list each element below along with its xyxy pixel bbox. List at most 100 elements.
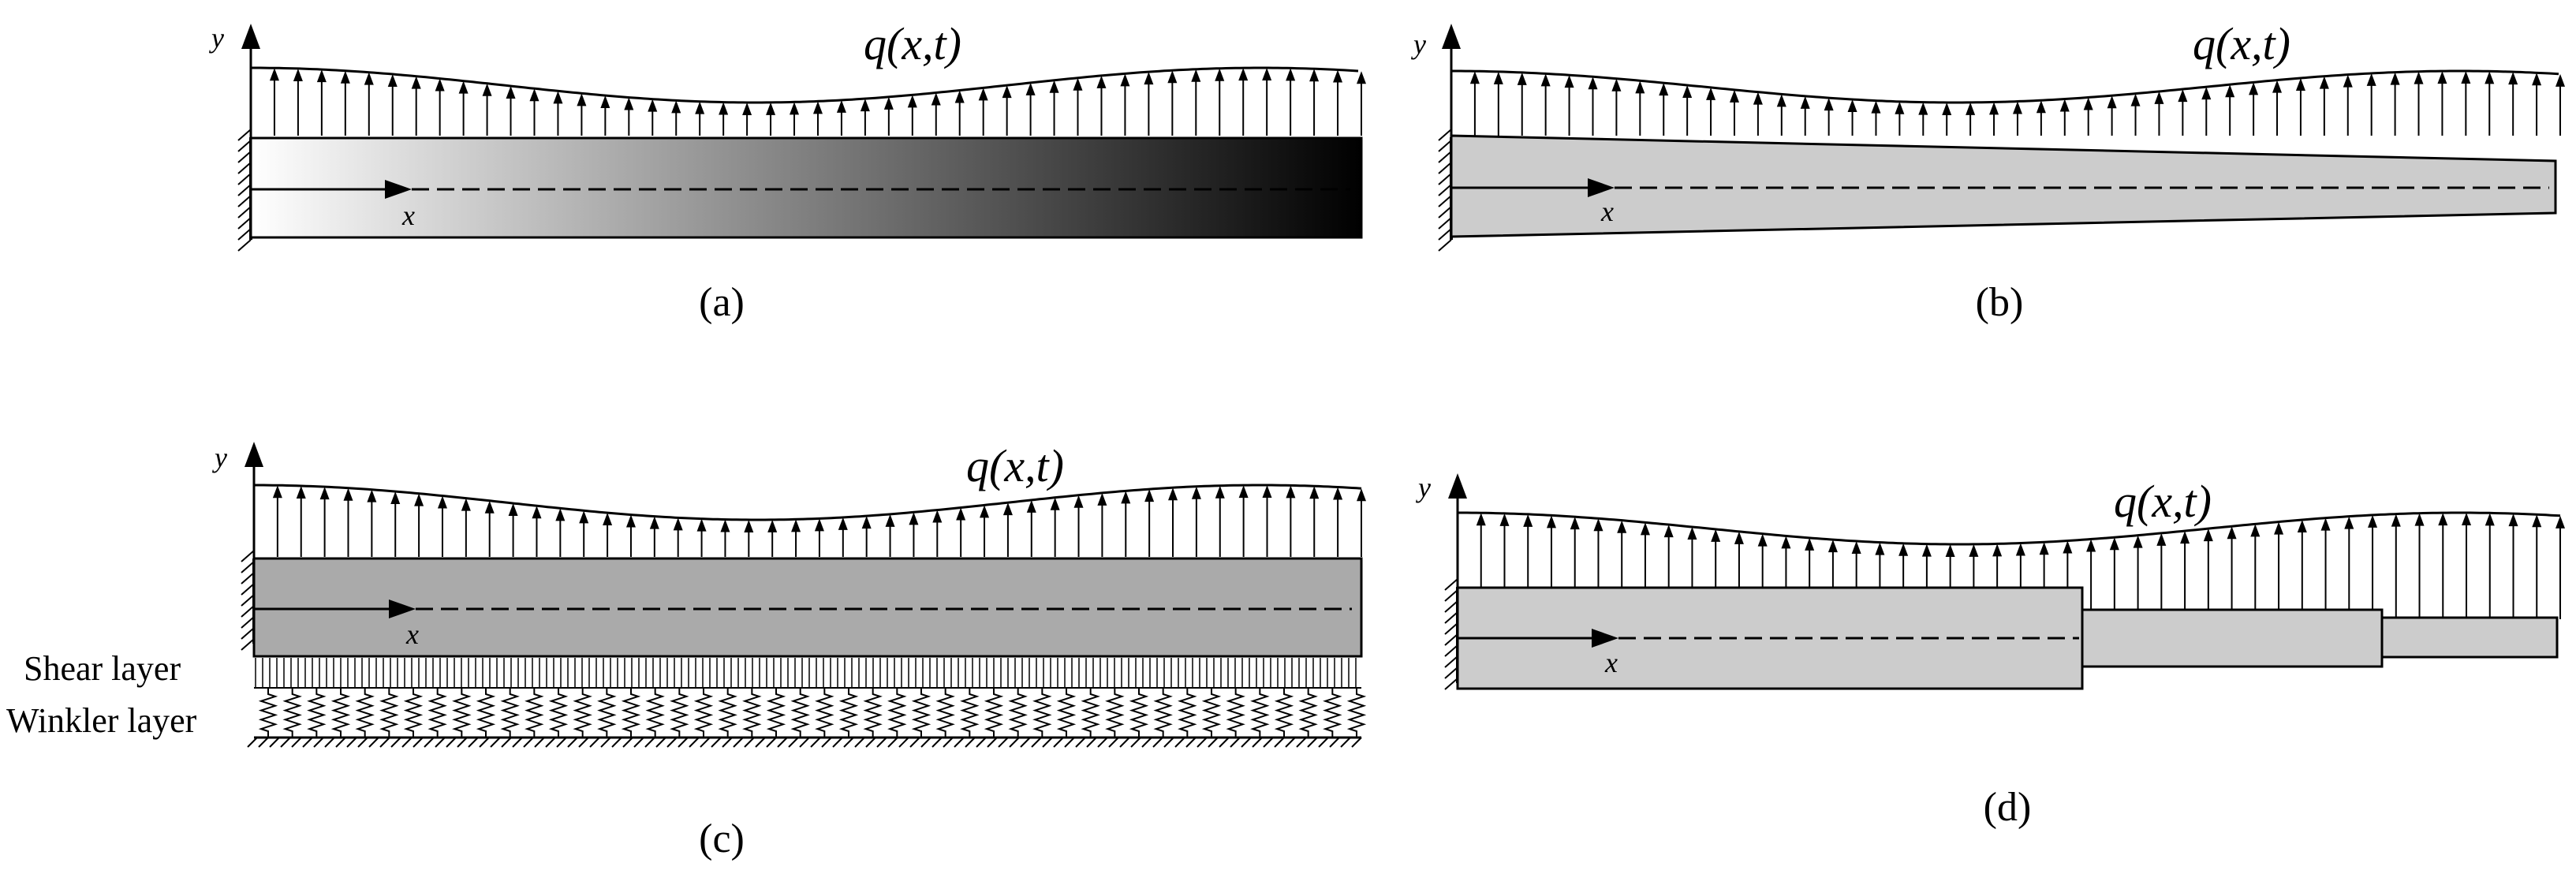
load-arrowhead — [2485, 513, 2495, 526]
winkler-spring — [1298, 688, 1318, 738]
support-hatch-line — [237, 162, 252, 174]
winkler-spring — [1201, 688, 1222, 738]
load-arrowhead — [1871, 100, 1881, 114]
support-hatch-line — [1438, 129, 1452, 141]
load-arrowhead — [1588, 77, 1598, 90]
ground-hatch-line — [689, 737, 700, 748]
load-arrowhead — [367, 489, 377, 502]
load-arrowhead — [1002, 502, 1013, 516]
ground-hatch-line — [247, 737, 258, 748]
ground-hatch-line — [401, 737, 413, 748]
panel-b-load-curve — [1451, 69, 2559, 104]
load-arrowhead — [1659, 83, 1669, 96]
load-arrowhead — [272, 485, 282, 499]
panel-c-ground-hatch — [247, 737, 1362, 748]
load-arrowhead — [1215, 68, 1225, 81]
ground-hatch-line — [1053, 737, 1064, 748]
winkler-spring — [1008, 688, 1028, 738]
winkler-spring — [1056, 688, 1077, 738]
support-hatch-line — [1444, 578, 1458, 591]
support-hatch-line — [241, 572, 255, 585]
load-arrowhead — [2227, 526, 2237, 540]
ground-hatch-line — [644, 737, 655, 748]
support-hatch-line — [1444, 678, 1458, 690]
load-arrowhead — [1687, 526, 1697, 540]
panel-d-x-axis-arrowhead — [1592, 629, 1618, 648]
load-arrowhead — [1800, 95, 1810, 109]
winkler-spring — [258, 688, 278, 738]
load-arrowhead — [2532, 514, 2542, 528]
load-arrowhead — [1121, 491, 1131, 504]
ground-hatch-line — [920, 737, 931, 748]
winkler-spring — [790, 688, 810, 738]
load-arrowhead — [1262, 68, 1272, 81]
load-arrowhead — [1120, 73, 1130, 87]
winkler-spring — [935, 688, 955, 738]
load-arrowhead — [649, 516, 659, 529]
load-arrowhead — [1050, 497, 1060, 510]
ground-hatch-line — [600, 737, 611, 748]
winkler-spring — [282, 688, 302, 738]
load-arrowhead — [1640, 522, 1650, 536]
ground-hatch-line — [1020, 737, 1031, 748]
ground-hatch-line — [954, 737, 965, 748]
support-hatch-line — [241, 616, 255, 629]
ground-hatch-line — [589, 737, 600, 748]
support-hatch-line — [1444, 633, 1458, 646]
support-hatch-line — [1438, 151, 1452, 163]
ground-hatch-line — [1075, 737, 1086, 748]
support-hatch-line — [237, 129, 252, 141]
ground-hatch-line — [854, 737, 865, 748]
ground-hatch-line — [876, 737, 887, 748]
load-arrowhead — [2485, 71, 2495, 84]
load-arrowhead — [2297, 520, 2307, 533]
load-arrowhead — [1517, 72, 1527, 85]
load-arrowhead — [2059, 99, 2070, 112]
winkler-spring — [330, 688, 351, 738]
load-arrowhead — [1875, 542, 1885, 555]
load-arrowhead — [2555, 73, 2565, 87]
support-hatch-line — [237, 195, 252, 207]
panel-c-shear-layer — [255, 658, 1357, 688]
ground-hatch-line — [1318, 737, 1329, 748]
ground-hatch-line — [446, 737, 457, 748]
load-arrowhead — [1611, 78, 1622, 92]
winkler-spring — [1274, 688, 1294, 738]
load-arrowhead — [980, 505, 990, 518]
load-arrowhead — [437, 495, 447, 509]
load-arrowhead — [577, 93, 587, 106]
load-arrowhead — [508, 503, 518, 517]
load-arrowhead — [2437, 71, 2447, 84]
ground-hatch-line — [346, 737, 357, 748]
ground-hatch-line — [810, 737, 821, 748]
load-arrowhead — [1493, 71, 1503, 84]
ground-hatch-line — [302, 737, 313, 748]
support-hatch-line — [1444, 611, 1458, 624]
ground-hatch-line — [943, 737, 954, 748]
ground-hatch-line — [280, 737, 291, 748]
ground-hatch-line — [501, 737, 512, 748]
load-arrowhead — [269, 68, 279, 81]
load-arrowhead — [1776, 94, 1786, 107]
ground-hatch-line — [777, 737, 788, 748]
winkler-spring — [838, 688, 859, 738]
load-arrowhead — [744, 519, 754, 532]
panel-a-caption: (a) — [699, 280, 745, 325]
support-hatch-line — [1438, 184, 1452, 196]
panel-d-load-arrows — [1476, 513, 2565, 619]
panel-c-x-label: x — [405, 618, 419, 650]
winkler-spring — [718, 688, 737, 738]
winkler-spring — [1032, 688, 1052, 738]
load-arrowhead — [2083, 97, 2093, 110]
ground-hatch-line — [1307, 737, 1318, 748]
panel-c-y-label: y — [212, 442, 227, 473]
load-arrowhead — [293, 68, 303, 81]
panel-c-load-arrows — [272, 485, 1366, 557]
load-arrowhead — [2107, 95, 2117, 109]
load-arrowhead — [790, 102, 800, 115]
support-hatch-line — [1444, 667, 1458, 679]
ground-hatch-line — [413, 737, 424, 748]
panel-d-load-label: q(x,t) — [2114, 476, 2212, 527]
load-arrowhead — [364, 72, 374, 85]
